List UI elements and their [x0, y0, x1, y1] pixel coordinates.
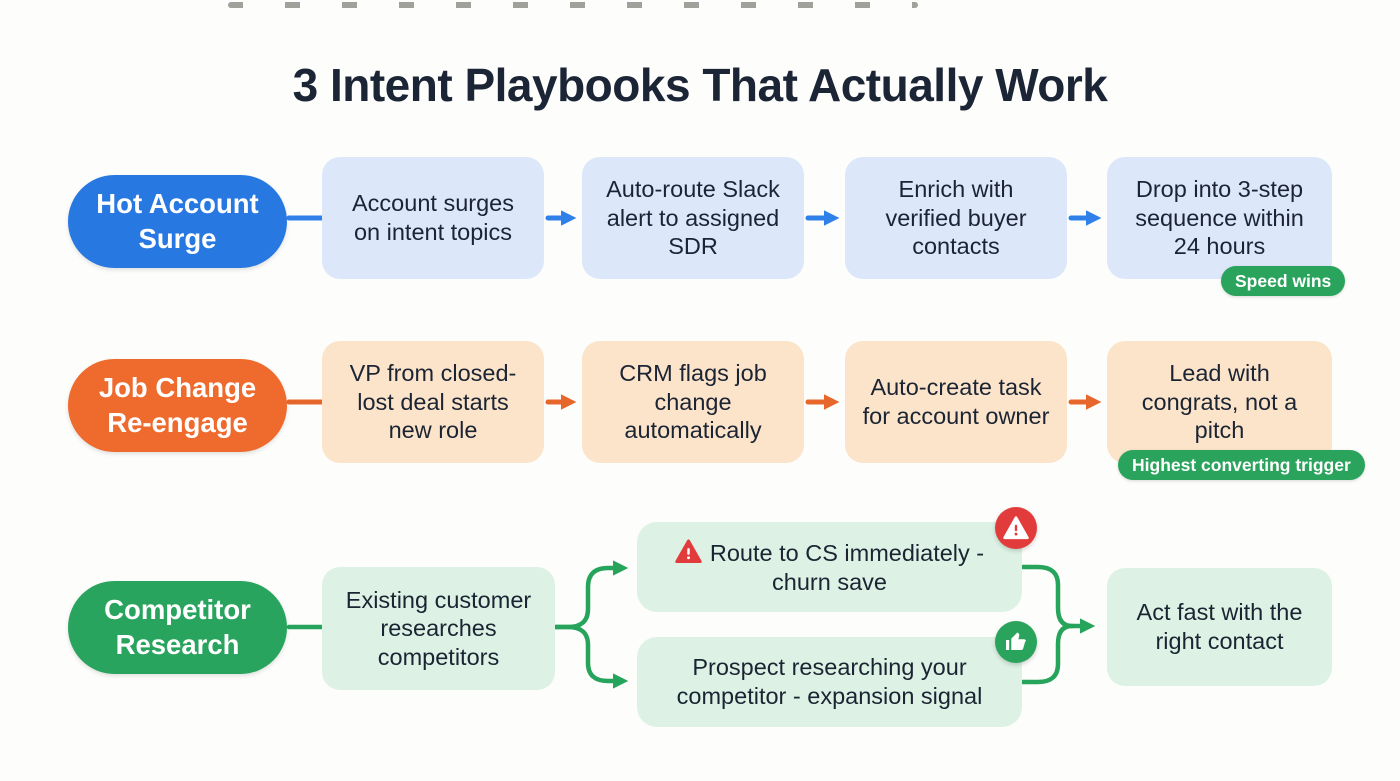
- playbook-pill-label: Job Change Re-engage: [98, 372, 257, 438]
- branch-label-text: Route to CS immediately - churn save: [709, 539, 985, 595]
- step-box-vp-closed-lost: VP from closed-lost deal starts new role: [322, 341, 544, 463]
- badge-speed-wins: Speed wins: [1221, 266, 1346, 296]
- row3-merge-upper: [1020, 564, 1075, 629]
- step-label: Act fast with the right contact: [1136, 599, 1303, 654]
- step-label: Auto-route Slack alert to assigned SDR: [606, 176, 780, 260]
- step-box-account-surges: Account surges on intent topics: [322, 157, 544, 279]
- step-box-crm-flags: CRM flags job change automatically: [582, 341, 804, 463]
- warning-icon: [675, 539, 702, 563]
- step-box-act-fast: Act fast with the right contact: [1107, 568, 1332, 686]
- step-box-enrich-contacts: Enrich with verified buyer contacts: [845, 157, 1067, 279]
- step-box-existing-customer: Existing customer researches competitors: [322, 567, 555, 690]
- badge-label: Speed wins: [1235, 271, 1332, 291]
- step-box-auto-create-task: Auto-create task for account owner: [845, 341, 1067, 463]
- step-label: Lead with congrats, not a pitch: [1141, 360, 1298, 444]
- step-label: Auto-create task for account owner: [862, 374, 1050, 429]
- step-box-lead-with-congrats: Lead with congrats, not a pitch: [1107, 341, 1332, 463]
- playbook-pill-job-change-re-engage: Job Change Re-engage: [68, 359, 287, 452]
- thumbs-up-icon: [1006, 632, 1026, 650]
- badge-highest-converting-trigger: Highest converting trigger: [1118, 450, 1365, 480]
- warning-icon: [1003, 516, 1029, 540]
- branch-box-route-to-cs: Route to CS immediately - churn save: [637, 522, 1022, 612]
- playbook-pill-label: Hot Account Surge: [96, 188, 259, 254]
- step-label: Account surges on intent topics: [352, 190, 514, 245]
- page-title: 3 Intent Playbooks That Actually Work: [292, 59, 1108, 111]
- step-label: Enrich with verified buyer contacts: [885, 176, 1027, 260]
- step-label: Drop into 3-step sequence within 24 hour…: [1135, 176, 1304, 260]
- playbook-pill-label: Competitor Research: [104, 594, 251, 660]
- thumbs-up-circle-badge: [995, 621, 1037, 663]
- badge-label: Highest converting trigger: [1132, 455, 1351, 475]
- step-label: Existing customer researches competitors: [345, 586, 532, 670]
- top-edge-artifact: [228, 2, 918, 8]
- playbook-pill-hot-account-surge: Hot Account Surge: [68, 175, 287, 268]
- warning-circle-badge: [995, 507, 1037, 549]
- step-box-auto-route-slack: Auto-route Slack alert to assigned SDR: [582, 157, 804, 279]
- row3-split-lower: [553, 624, 629, 689]
- step-label: CRM flags job change automatically: [619, 360, 767, 444]
- step-label: VP from closed-lost deal starts new role: [349, 360, 517, 444]
- branch-label: Route to CS immediately - churn save: [661, 538, 998, 596]
- branch-box-prospect-researching: Prospect researching your competitor - e…: [637, 637, 1022, 727]
- row3-split-upper: [553, 560, 629, 630]
- playbook-pill-competitor-research: Competitor Research: [68, 581, 287, 674]
- step-box-drop-sequence: Drop into 3-step sequence within 24 hour…: [1107, 157, 1332, 279]
- branch-label: Prospect researching your competitor - e…: [676, 654, 983, 709]
